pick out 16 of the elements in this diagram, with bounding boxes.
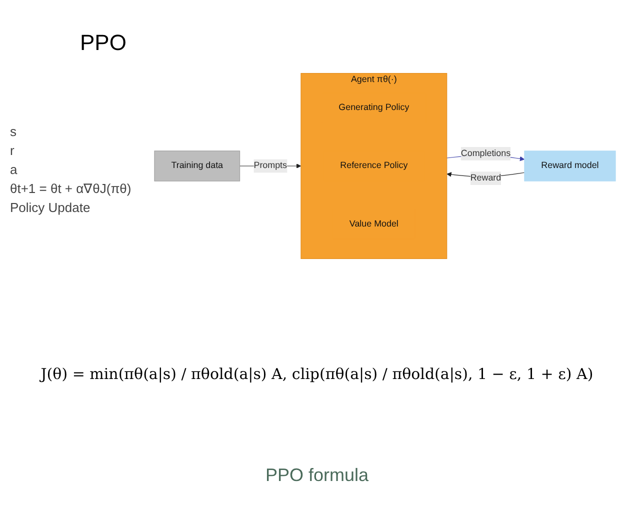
edge-label: Prompts [254, 160, 288, 170]
note-text: Policy Update [10, 200, 92, 215]
formula-text: J(θ) = min(πθ(a|s) / πθold(a|s) A, clip(πθ(a|s) / πθold(a|s), 1 − ε, 1 + ε) A) [38, 365, 594, 383]
caption: PPO formula [264, 465, 370, 486]
variable-label: a [10, 162, 18, 177]
edge-label: Completions [460, 148, 511, 158]
node-box: Reward model [524, 150, 616, 182]
variable-label: s [10, 124, 18, 139]
update-equation: θt+1 = θt + α∇θJ(πθ) [10, 181, 132, 196]
node-text: Value Model [349, 219, 398, 229]
diagram-title: PPO [80, 30, 126, 56]
node-box: Training data [154, 150, 240, 182]
node-text: Reference Policy [340, 160, 408, 170]
node-text: Generating Policy [338, 102, 410, 112]
variable-label: r [10, 143, 16, 158]
edge-label: Reward [470, 173, 502, 183]
